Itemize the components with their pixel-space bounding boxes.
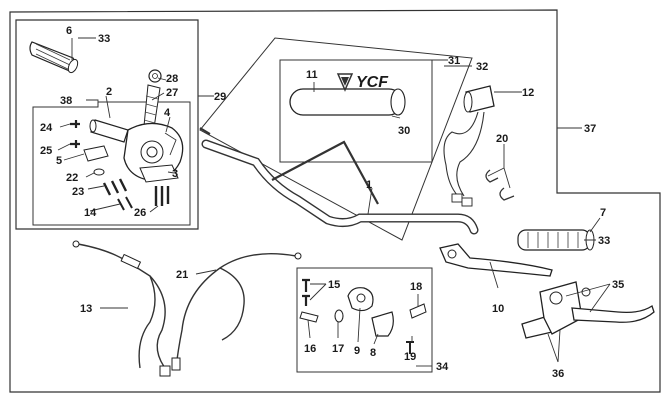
- label-5: 5: [56, 155, 62, 167]
- label-2: 2: [106, 86, 112, 98]
- kill-switch-12: [443, 85, 495, 207]
- label-8: 8: [370, 347, 376, 359]
- bracket-8: [371, 311, 394, 337]
- clutch-cable-21: [171, 252, 302, 371]
- label-38: 38: [60, 95, 72, 107]
- label-13: 13: [80, 303, 92, 315]
- label-28: 28: [166, 73, 178, 85]
- throttle-tube: [89, 119, 129, 143]
- clamp-9: [347, 287, 374, 312]
- label-11: 11: [306, 69, 318, 81]
- label-4: 4: [164, 107, 171, 119]
- plate-5: [83, 145, 109, 162]
- left-grip: [29, 41, 79, 74]
- label-20: 20: [496, 133, 508, 145]
- label-37: 37: [584, 123, 596, 135]
- bolts-26: [154, 186, 170, 206]
- label-27: 27: [166, 87, 178, 99]
- label-33-right: 33: [598, 235, 610, 247]
- label-30: 30: [398, 125, 410, 137]
- cover-3: [139, 164, 179, 183]
- label-31: 31: [448, 55, 460, 67]
- label-16: 16: [304, 343, 316, 355]
- label-24: 24: [40, 122, 53, 134]
- label-18: 18: [410, 281, 422, 293]
- label-26: 26: [134, 207, 146, 219]
- bolts-23-14: [102, 178, 133, 211]
- label-15: 15: [328, 279, 340, 291]
- bolt-16: [299, 311, 319, 323]
- part-labels: 1 2 3 4 5 6 7 8 9 10 11 12 13 14 15 16 1…: [40, 25, 624, 380]
- handlebar-pad-30: [289, 88, 406, 116]
- screw-18-19: [406, 303, 427, 354]
- logo-text: YCF: [356, 74, 389, 91]
- label-19: 19: [404, 351, 416, 363]
- label-17: 17: [332, 343, 344, 355]
- label-23: 23: [72, 186, 84, 198]
- clutch-lever-assembly: [521, 281, 655, 339]
- label-9: 9: [354, 345, 360, 357]
- leader-lines: [57, 37, 611, 367]
- nut-28: [148, 69, 162, 83]
- label-21: 21: [176, 269, 188, 281]
- right-grip: [517, 229, 595, 251]
- brake-lever-10: [439, 243, 553, 277]
- throttle-cable-13: [72, 240, 171, 377]
- label-25: 25: [40, 145, 52, 157]
- label-35: 35: [612, 279, 624, 291]
- label-1: 1: [366, 179, 372, 191]
- label-22: 22: [66, 172, 78, 184]
- label-33-left: 33: [98, 33, 110, 45]
- adjuster-bolt-27: [143, 84, 161, 129]
- nut-17: [334, 309, 344, 323]
- washer-22: [93, 168, 105, 176]
- label-10: 10: [492, 303, 504, 315]
- label-3: 3: [172, 168, 178, 180]
- box-34-clamp-parts: [296, 267, 433, 373]
- label-14: 14: [84, 207, 97, 219]
- handlebar-1: [199, 127, 479, 235]
- label-29: 29: [214, 91, 226, 103]
- outer-frame: [9, 9, 661, 393]
- label-6: 6: [66, 25, 72, 37]
- screws-24-25: [70, 120, 80, 148]
- label-36: 36: [552, 368, 564, 380]
- clips-20: [485, 169, 515, 201]
- screws-15: [302, 278, 310, 306]
- label-7: 7: [600, 207, 606, 219]
- box-32-handlebar-pad: [199, 37, 473, 241]
- logo-11: [336, 73, 354, 92]
- label-12: 12: [522, 87, 534, 99]
- label-32: 32: [476, 61, 488, 73]
- label-34: 34: [436, 361, 449, 373]
